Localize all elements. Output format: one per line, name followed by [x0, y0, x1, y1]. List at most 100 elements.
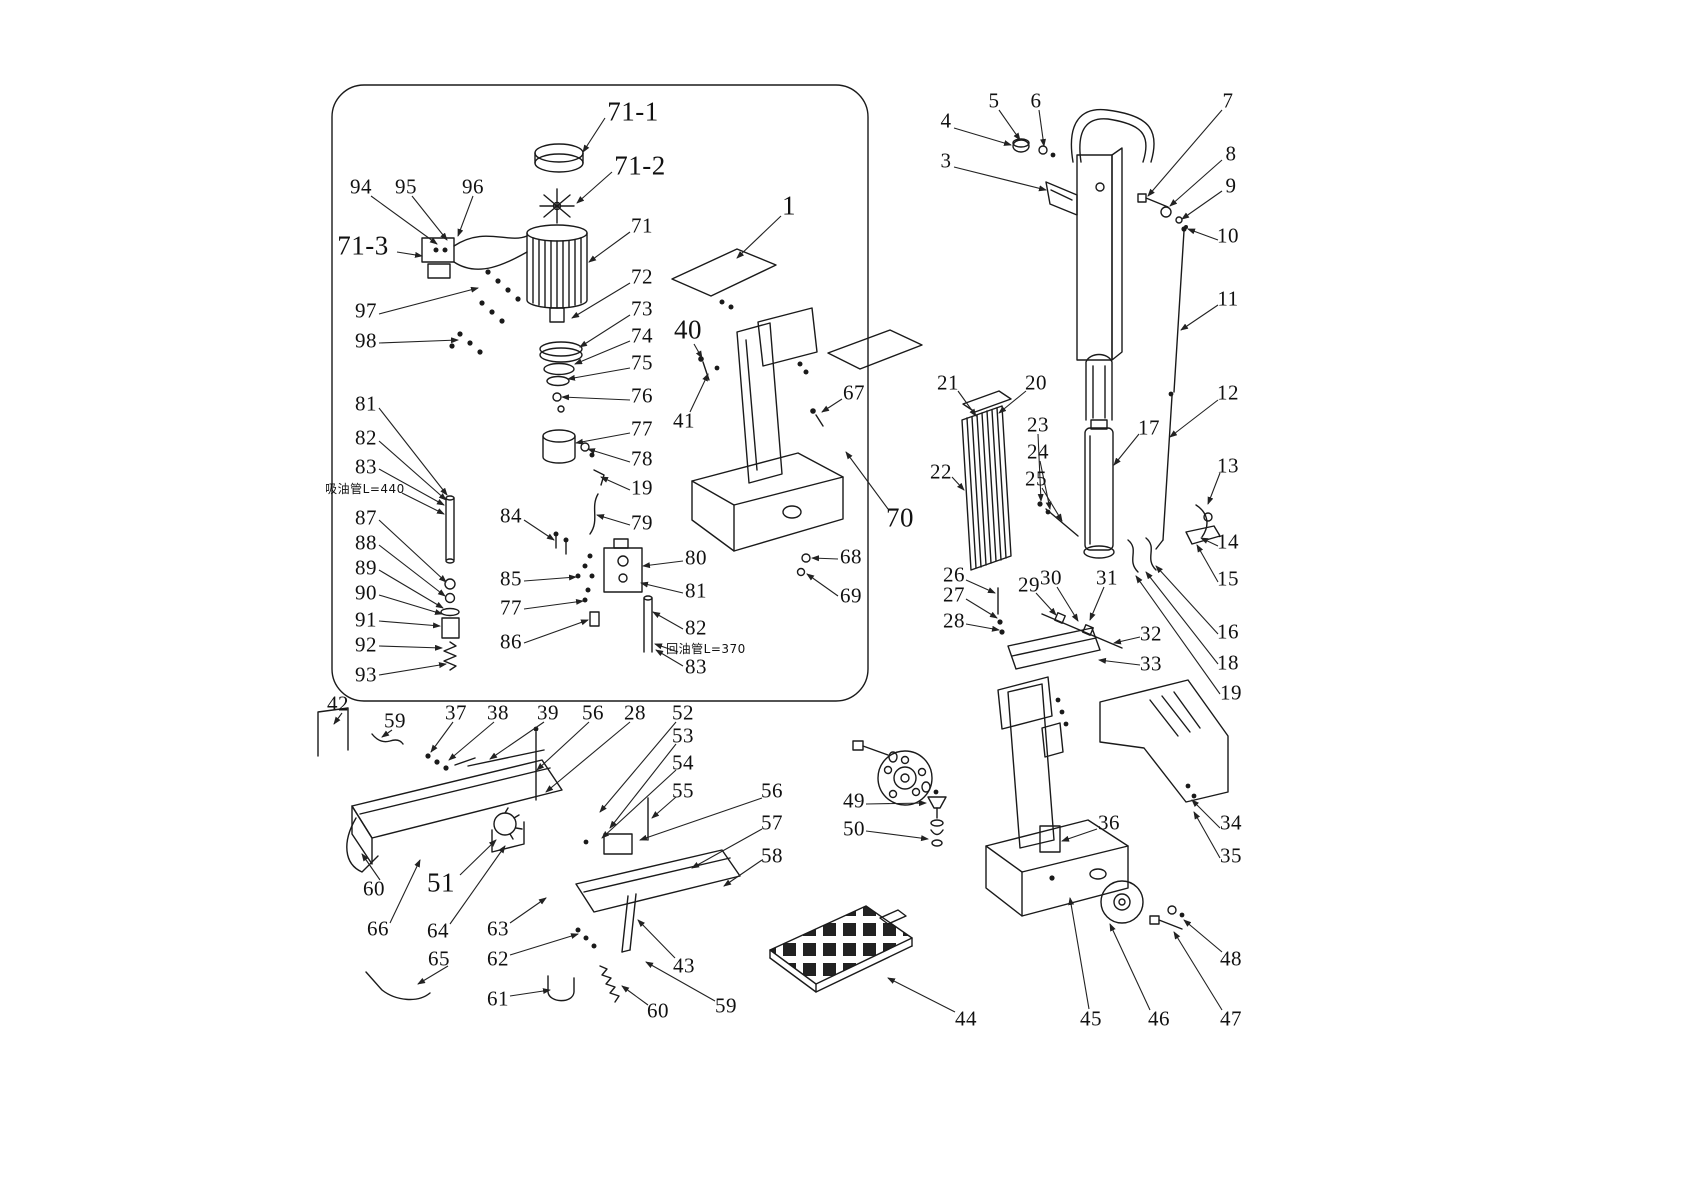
- part-label-81: 81: [685, 578, 707, 603]
- leader-line: [378, 620, 441, 629]
- handle-loop: [1071, 110, 1154, 162]
- leader-line: [1089, 586, 1105, 621]
- part-label-97: 97: [355, 298, 377, 323]
- leader-line: [587, 448, 631, 463]
- part-label-57: 57: [761, 810, 783, 835]
- part-label-26: 26: [943, 562, 965, 587]
- leader-line: [523, 619, 589, 644]
- leader-line: [1041, 487, 1063, 522]
- part-label-65: 65: [428, 946, 450, 971]
- leader-line: [639, 797, 763, 841]
- motor-body: [527, 225, 587, 322]
- leader-line: [378, 519, 447, 583]
- part-label-47: 47: [1220, 1006, 1242, 1031]
- channel-bracket: [1008, 628, 1100, 669]
- filter-parts: [441, 579, 459, 670]
- part-label-60: 60: [647, 998, 669, 1023]
- part-label-55: 55: [672, 778, 694, 803]
- leader-line: [1173, 931, 1223, 1011]
- leader-line: [1038, 109, 1047, 147]
- part-label-95: 95: [395, 174, 417, 199]
- part-label-15: 15: [1217, 566, 1239, 591]
- leader-line: [865, 800, 927, 807]
- leader-line: [689, 373, 709, 413]
- part-label-6: 6: [1030, 88, 1042, 113]
- leader-line: [599, 721, 677, 813]
- part-label-69: 69: [840, 583, 862, 608]
- leader-line: [378, 594, 443, 615]
- part-label-64: 64: [427, 918, 449, 943]
- part-label-54: 54: [672, 750, 694, 775]
- part-label-吸油管L=440: 吸油管L=440: [325, 482, 405, 496]
- leader-line: [448, 721, 495, 761]
- part-label-28: 28: [943, 608, 965, 633]
- part-label-80: 80: [685, 545, 707, 570]
- part-label-51: 51: [427, 867, 455, 898]
- part-label-71-2: 71-2: [614, 150, 666, 181]
- leader-line: [1068, 897, 1090, 1010]
- side-cover-panel: [1100, 680, 1228, 802]
- part-label-73: 73: [631, 296, 653, 321]
- leader-line: [865, 830, 929, 842]
- part-label-85: 85: [500, 566, 522, 591]
- leader-line: [567, 367, 631, 381]
- part-label-35: 35: [1220, 843, 1242, 868]
- leader-line: [523, 519, 555, 541]
- parts-group-box: [332, 85, 868, 701]
- part-label-10: 10: [1217, 223, 1239, 248]
- screw-dots: [449, 269, 521, 355]
- leader-line: [953, 166, 1047, 192]
- leader-line: [1135, 575, 1221, 695]
- terminal-box: [422, 236, 527, 278]
- part-label-82: 82: [685, 615, 707, 640]
- bolts-23-25: [1037, 501, 1078, 536]
- part-label-37: 37: [445, 700, 467, 725]
- leader-line: [1039, 460, 1052, 510]
- part-label-79: 79: [631, 510, 653, 535]
- part-label-92: 92: [355, 632, 377, 657]
- part-label-7: 7: [1222, 88, 1234, 113]
- leader-line: [401, 492, 445, 515]
- part-label-22: 22: [930, 459, 952, 484]
- leader-line: [693, 343, 703, 359]
- leader-line: [509, 933, 579, 956]
- splitter-base: [692, 453, 843, 551]
- leader-line: [596, 514, 631, 526]
- part-label-31: 31: [1096, 565, 1118, 590]
- leader-line: [1155, 565, 1219, 635]
- part-label-8: 8: [1225, 141, 1237, 166]
- part-label-93: 93: [355, 662, 377, 687]
- bolt-7-10: [1138, 194, 1188, 229]
- part-label-84: 84: [500, 503, 522, 528]
- leader-line: [378, 569, 444, 609]
- leader-line: [396, 251, 423, 258]
- leader-line: [378, 337, 459, 344]
- leader-line: [333, 712, 343, 725]
- part-label-3: 3: [940, 148, 952, 173]
- tow-handle: [318, 708, 348, 756]
- part-label-5: 5: [988, 88, 1000, 113]
- leader-line: [965, 623, 1000, 632]
- pins-26-28: [997, 588, 1005, 635]
- grid-foot-plate: [770, 906, 912, 992]
- part-label-75: 75: [631, 350, 653, 375]
- part-label-40: 40: [674, 314, 702, 345]
- leader-line: [574, 340, 631, 365]
- part-label-41: 41: [673, 408, 695, 433]
- leader-line: [1193, 811, 1221, 859]
- part-label-58: 58: [761, 843, 783, 868]
- part-label-52: 52: [672, 700, 694, 725]
- part-label-42: 42: [327, 691, 349, 716]
- leader-line: [523, 574, 577, 582]
- leader-line: [654, 643, 679, 653]
- part-label-9: 9: [1225, 173, 1237, 198]
- leader-line: [389, 859, 421, 924]
- leader-line: [582, 117, 606, 153]
- long-rod-11: [1174, 226, 1187, 392]
- leader-line: [1037, 433, 1044, 502]
- leader-line: [1061, 828, 1098, 842]
- knob-washers: [1013, 139, 1056, 158]
- release-lever: [1186, 505, 1220, 544]
- leader-line: [545, 721, 631, 793]
